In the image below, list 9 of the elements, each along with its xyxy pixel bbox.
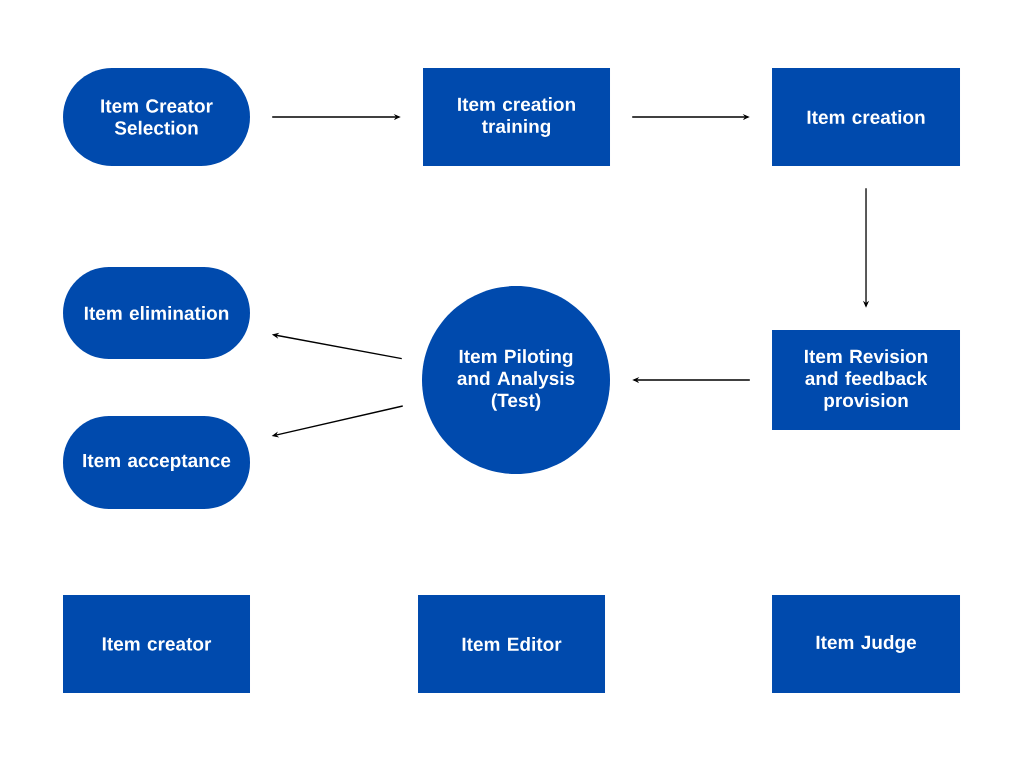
process-box: Item creation training <box>423 68 610 166</box>
rounded-box: Item acceptance <box>63 416 250 509</box>
process-box: Item creator <box>63 595 250 693</box>
process-box: Item Editor <box>418 595 605 693</box>
process-box: Item creation <box>772 68 960 166</box>
process-box: Item Judge <box>772 595 960 693</box>
process-box: Item Revision and feedback provision <box>772 330 960 430</box>
rounded-box: Item elimination <box>63 267 250 359</box>
rounded-box: Item Creator Selection <box>63 68 250 166</box>
